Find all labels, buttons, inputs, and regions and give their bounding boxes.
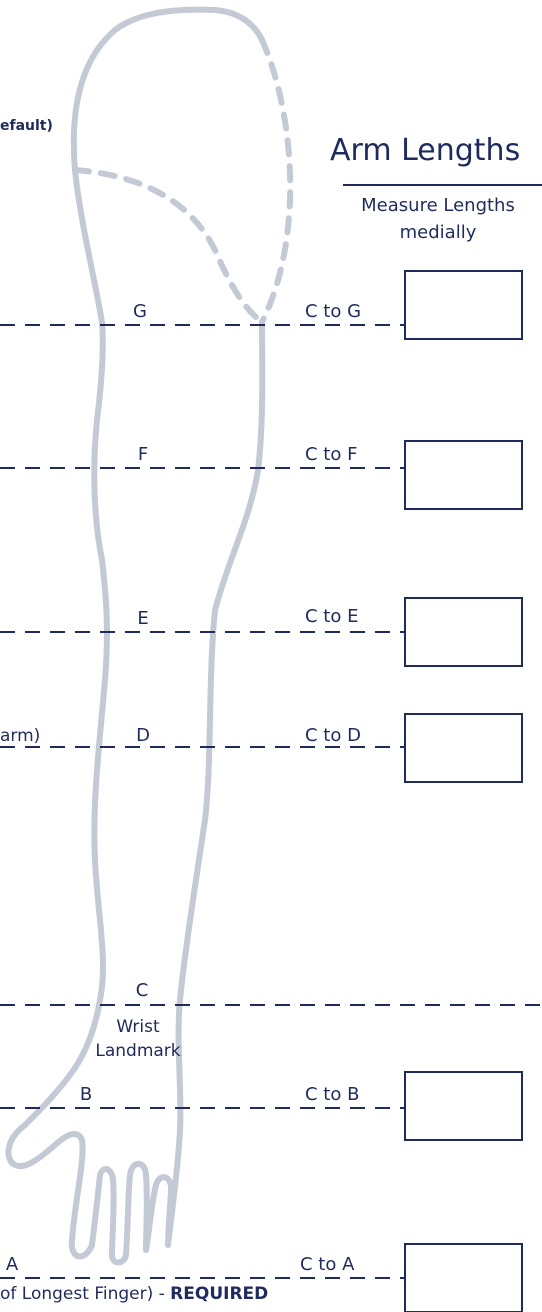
finger-2 <box>123 1160 150 1258</box>
box-c-to-a[interactable] <box>404 1243 523 1312</box>
box-c-to-g[interactable] <box>404 270 523 340</box>
point-b: B <box>80 1084 92 1105</box>
point-c: C <box>136 980 149 1001</box>
title-underline <box>343 184 542 186</box>
box-c-to-d[interactable] <box>404 713 523 783</box>
point-d: D <box>136 725 150 746</box>
arm-left-contour <box>5 167 110 1260</box>
measurement-lines <box>0 324 542 1279</box>
arm-right-contour <box>165 319 266 1248</box>
arm-outline <box>5 6 294 1266</box>
measurement-boxes <box>404 270 523 1312</box>
range-c-to-e: C to E <box>305 606 358 627</box>
range-c-to-g: C to G <box>305 301 361 322</box>
box-c-to-e[interactable] <box>404 597 523 667</box>
finger-1 <box>89 1166 129 1266</box>
wrist-landmark-line-1: Wrist <box>116 1017 160 1037</box>
bottom-text-prefix: of Longest Finger) - <box>0 1284 171 1304</box>
instruction-line-2: medially <box>399 222 477 243</box>
point-a: A <box>6 1254 19 1275</box>
measure-instructions: Measure Lengths medially <box>343 192 533 246</box>
instruction-line-1: Measure Lengths <box>361 195 515 216</box>
range-c-to-b: C to B <box>305 1084 359 1105</box>
shoulder-dashed-outline <box>259 37 294 325</box>
range-labels: C to G C to F C to E C to D C to B C to … <box>300 301 361 1275</box>
point-e: E <box>137 608 148 629</box>
arm-outer-contour <box>70 6 265 173</box>
arm-lengths-title: Arm Lengths <box>330 133 521 168</box>
range-c-to-f: C to F <box>305 444 357 465</box>
wrist-landmark-line-2: Landmark <box>95 1041 180 1061</box>
box-c-to-b[interactable] <box>404 1071 523 1141</box>
top-left-partial-text: efault) <box>0 118 53 134</box>
wrist-landmark-label: Wrist Landmark <box>95 1017 180 1061</box>
range-c-to-d: C to D <box>305 725 361 746</box>
point-labels: G F E D C B A <box>6 301 150 1275</box>
range-c-to-a: C to A <box>300 1254 355 1275</box>
bottom-instruction-text: of Longest Finger) - REQUIRED <box>0 1284 268 1304</box>
required-label: REQUIRED <box>170 1284 269 1304</box>
box-c-to-f[interactable] <box>404 440 523 510</box>
point-f: F <box>138 444 148 465</box>
d-row-left-fragment: arm) <box>0 726 40 746</box>
point-g: G <box>133 301 147 322</box>
axilla-dashed-curve <box>72 167 265 325</box>
